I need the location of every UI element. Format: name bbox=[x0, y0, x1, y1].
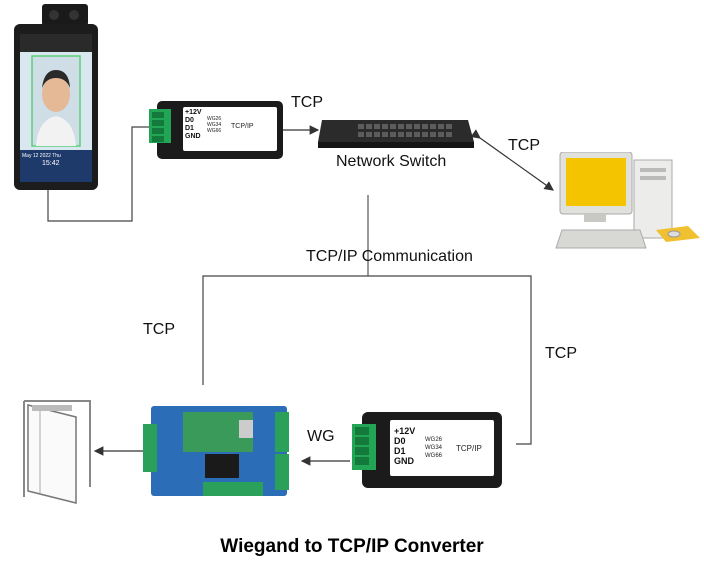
diagram-caption: Wiegand to TCP/IP Converter bbox=[220, 536, 484, 557]
tcp-label-top: TCP bbox=[291, 94, 323, 111]
pin-label: GND bbox=[185, 133, 201, 140]
pin-label: +12V bbox=[185, 109, 202, 116]
tcp-label-pc: TCP bbox=[508, 137, 540, 154]
tcp-label-left: TCP bbox=[143, 321, 175, 338]
wg-label: WG bbox=[307, 428, 335, 445]
pin-label: D1 bbox=[185, 125, 194, 132]
terminal-time: 15:42 bbox=[42, 160, 60, 167]
tcp-label-right: TCP bbox=[545, 345, 577, 362]
network-switch-label: Network Switch bbox=[336, 153, 447, 170]
top-wiegand-converter: +12V D0 D1 GND WG26 WG34 WG66 TCP/IP bbox=[149, 99, 285, 161]
mode-label: WG66 bbox=[207, 128, 222, 134]
pin-label: D0 bbox=[394, 436, 406, 446]
pc-computer bbox=[555, 152, 700, 249]
pin-label: GND bbox=[394, 456, 414, 466]
port-label: TCP/IP bbox=[231, 123, 254, 130]
tcpip-communication-label: TCP/IP Communication bbox=[306, 248, 473, 265]
mode-label: WG34 bbox=[425, 445, 443, 451]
mode-label: WG26 bbox=[425, 437, 443, 443]
mode-label: WG26 bbox=[207, 116, 222, 122]
pin-label: +12V bbox=[394, 426, 416, 436]
mode-label: WG34 bbox=[207, 122, 222, 128]
terminal-to-converter-line bbox=[47, 126, 150, 222]
pin-label: D1 bbox=[394, 446, 406, 456]
door-icon bbox=[23, 400, 91, 504]
tcp-loop-line bbox=[202, 275, 532, 445]
port-label: TCP/IP bbox=[456, 444, 482, 453]
network-switch-device bbox=[318, 120, 474, 148]
mode-label: WG66 bbox=[425, 453, 443, 459]
bottom-wiegand-converter: +12V D0 D1 GND WG26 WG34 WG66 TCP/IP bbox=[352, 410, 504, 490]
access-controller-board bbox=[143, 406, 289, 496]
terminal-date: May 12 2022 Thu bbox=[22, 153, 61, 159]
face-recognition-terminal bbox=[14, 4, 98, 190]
switch-pc-arrow bbox=[470, 129, 554, 191]
pin-label: D0 bbox=[185, 117, 194, 124]
